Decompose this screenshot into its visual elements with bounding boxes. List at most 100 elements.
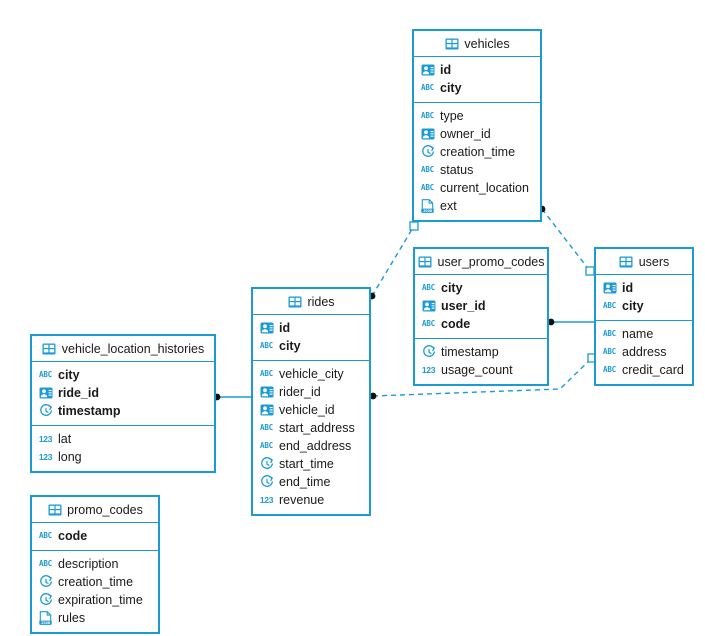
column-label: name: [622, 327, 654, 341]
column-row[interactable]: end_time: [253, 473, 369, 491]
clock-icon: [421, 345, 436, 359]
table-name: promo_codes: [67, 502, 143, 517]
column-row[interactable]: owner_id: [414, 125, 540, 143]
column-label: end_address: [279, 439, 352, 453]
table-header-users[interactable]: users: [596, 249, 692, 275]
json-document-icon: JSON: [38, 611, 53, 625]
column-row[interactable]: start_time: [253, 455, 369, 473]
column-label: current_location: [440, 181, 529, 195]
abc-icon: ABC: [260, 441, 273, 451]
number-123-icon: 123: [38, 433, 53, 444]
table-name: users: [638, 254, 670, 269]
id-card-icon: [259, 403, 274, 417]
abc-icon: ABC: [603, 365, 616, 375]
column-label: city: [58, 368, 80, 382]
column-row[interactable]: 123 usage_count: [415, 361, 547, 379]
table-name: vehicles: [464, 36, 510, 51]
table-header-rides[interactable]: rides: [253, 289, 369, 315]
column-label: type: [440, 109, 464, 123]
primary-key-row[interactable]: user_id: [415, 297, 547, 315]
column-row[interactable]: rider_id: [253, 383, 369, 401]
primary-key-row[interactable]: id: [596, 279, 692, 297]
column-label: description: [58, 557, 119, 571]
svg-text:JSON: JSON: [423, 209, 432, 213]
primary-key-row[interactable]: ABC city: [596, 297, 692, 315]
column-row[interactable]: creation_time: [414, 143, 540, 161]
id-card-icon: [259, 321, 274, 335]
column-label: rider_id: [279, 385, 321, 399]
table-grid-icon: [42, 342, 57, 356]
column-label: long: [58, 450, 82, 464]
column-label: code: [441, 317, 471, 331]
relationship-line: [541, 208, 591, 272]
table-header-vehicles[interactable]: vehicles: [414, 31, 540, 57]
id-card-icon: [420, 63, 435, 77]
column-label: id: [622, 281, 634, 295]
primary-key-row[interactable]: id: [253, 319, 369, 337]
table-name: user_promo_codes: [437, 254, 545, 269]
abc-icon: ABC: [603, 301, 616, 311]
column-row[interactable]: timestamp: [415, 343, 547, 361]
column-row[interactable]: ABC end_address: [253, 437, 369, 455]
column-row[interactable]: vehicle_id: [253, 401, 369, 419]
column-label: vehicle_id: [279, 403, 335, 417]
column-row[interactable]: creation_time: [32, 573, 158, 591]
table-header-user_promo_codes[interactable]: user_promo_codes: [415, 249, 547, 275]
column-row[interactable]: expiration_time: [32, 591, 158, 609]
column-label: city: [622, 299, 644, 313]
primary-key-row[interactable]: ride_id: [32, 384, 214, 402]
relationship-user_promo_codes-users[interactable]: [547, 318, 594, 326]
relationship-vehicles-rides[interactable]: [368, 221, 419, 300]
primary-key-row[interactable]: timestamp: [32, 402, 214, 420]
column-label: credit_card: [622, 363, 684, 377]
column-label: city: [440, 81, 462, 95]
column-label: usage_count: [441, 363, 513, 377]
number-123-icon: 123: [421, 364, 436, 375]
column-label: creation_time: [58, 575, 134, 589]
column-row[interactable]: ABC credit_card: [596, 361, 692, 379]
table-grid-icon: [287, 295, 302, 309]
id-card-icon: [602, 281, 617, 295]
column-label: expiration_time: [58, 593, 143, 607]
primary-key-row[interactable]: id: [414, 61, 540, 79]
column-label: creation_time: [440, 145, 516, 159]
table-header-promo_codes[interactable]: promo_codes: [32, 497, 158, 523]
table-header-vehicle_location_histories[interactable]: vehicle_location_histories: [32, 336, 214, 362]
clock-icon: [259, 457, 274, 471]
relationship-vehicle_location_histories-rides[interactable]: [213, 393, 251, 401]
